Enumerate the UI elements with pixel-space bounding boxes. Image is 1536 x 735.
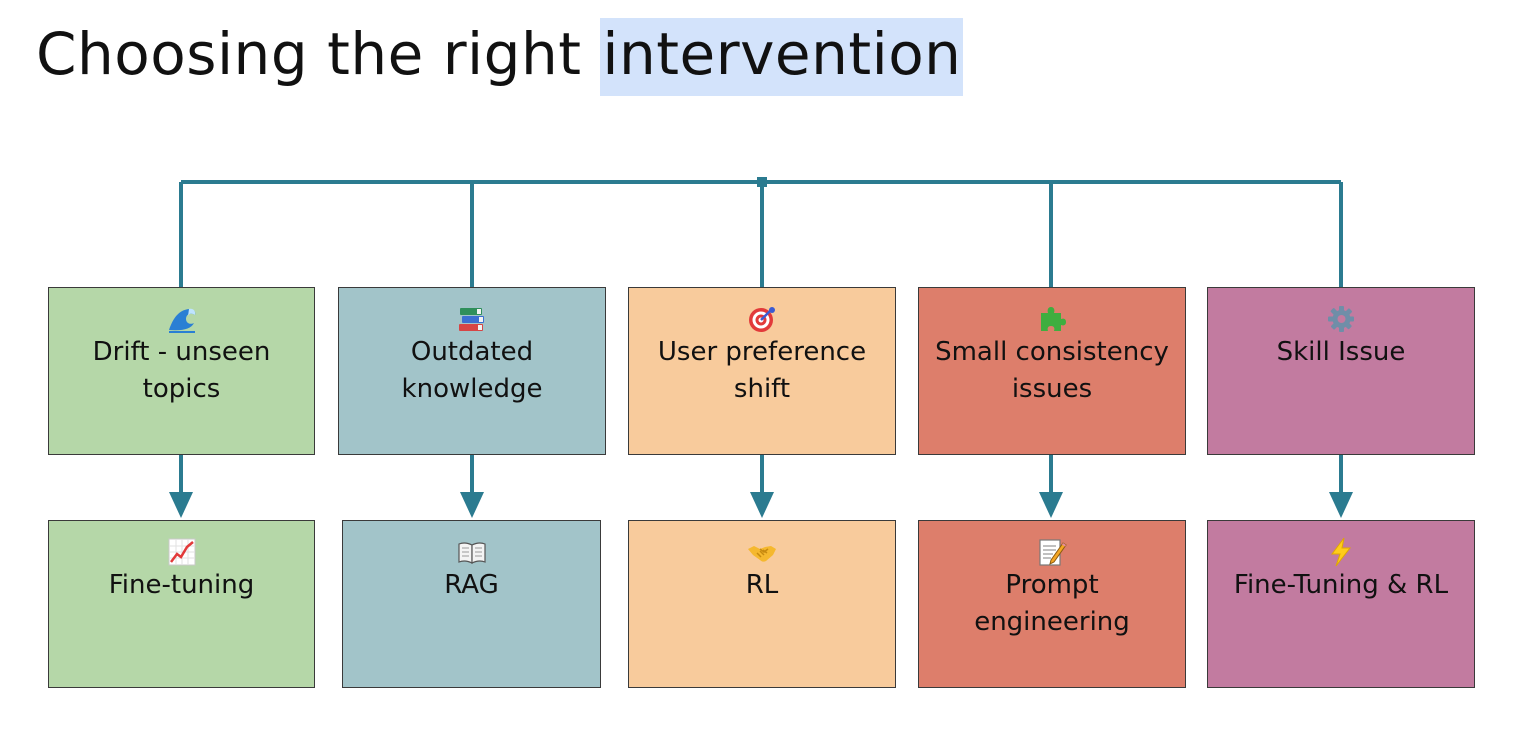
open-book-icon: [457, 537, 487, 567]
problem-label: Drift - unseen topics: [92, 337, 271, 404]
solution-label: RAG: [444, 570, 499, 600]
problem-box-skill-issue: Skill Issue: [1207, 287, 1475, 455]
solution-box-fine-tuning: Fine-tuning: [48, 520, 315, 688]
arrow-head: [1329, 492, 1353, 518]
problem-box-small-consistency-issues: Small consistency issues: [918, 287, 1186, 455]
solution-label: Prompt engineering: [974, 570, 1130, 637]
page-title: Choosing the right intervention: [36, 16, 964, 96]
solution-box-prompt-engineering: Prompt engineering: [918, 520, 1186, 688]
solution-box-rag: RAG: [342, 520, 601, 688]
arrow-head: [1039, 492, 1063, 518]
puzzle-icon: [1037, 304, 1067, 334]
memo-icon: [1037, 537, 1067, 567]
solution-box-fine-tuning-and-rl: Fine-Tuning & RL: [1207, 520, 1475, 688]
problem-label: Skill Issue: [1276, 337, 1406, 367]
arrow-head: [750, 492, 774, 518]
chart-increasing-icon: [167, 537, 197, 567]
handshake-icon: [747, 537, 777, 567]
books-icon: [457, 304, 487, 334]
problem-label: User preference shift: [657, 337, 867, 404]
arrow-head: [460, 492, 484, 518]
gear-icon: [1326, 304, 1356, 334]
wave-icon: [167, 304, 197, 334]
problem-box-outdated-knowledge: Outdated knowledge: [338, 287, 606, 455]
target-icon: [747, 304, 777, 334]
problem-box-drift: Drift - unseen topics: [48, 287, 315, 455]
solution-label: Fine-tuning: [108, 570, 255, 600]
problem-label: Outdated knowledge: [401, 337, 543, 404]
problem-label: Small consistency issues: [935, 337, 1169, 404]
solution-box-rl: RL: [628, 520, 896, 688]
solution-label: Fine-Tuning & RL: [1233, 570, 1449, 600]
solution-label: RL: [745, 570, 779, 600]
arrow-head: [169, 492, 193, 518]
title-prefix: Choosing the right: [36, 20, 601, 88]
problem-box-user-preference-shift: User preference shift: [628, 287, 896, 455]
lightning-icon: [1326, 537, 1356, 567]
title-highlight: intervention: [600, 18, 964, 96]
